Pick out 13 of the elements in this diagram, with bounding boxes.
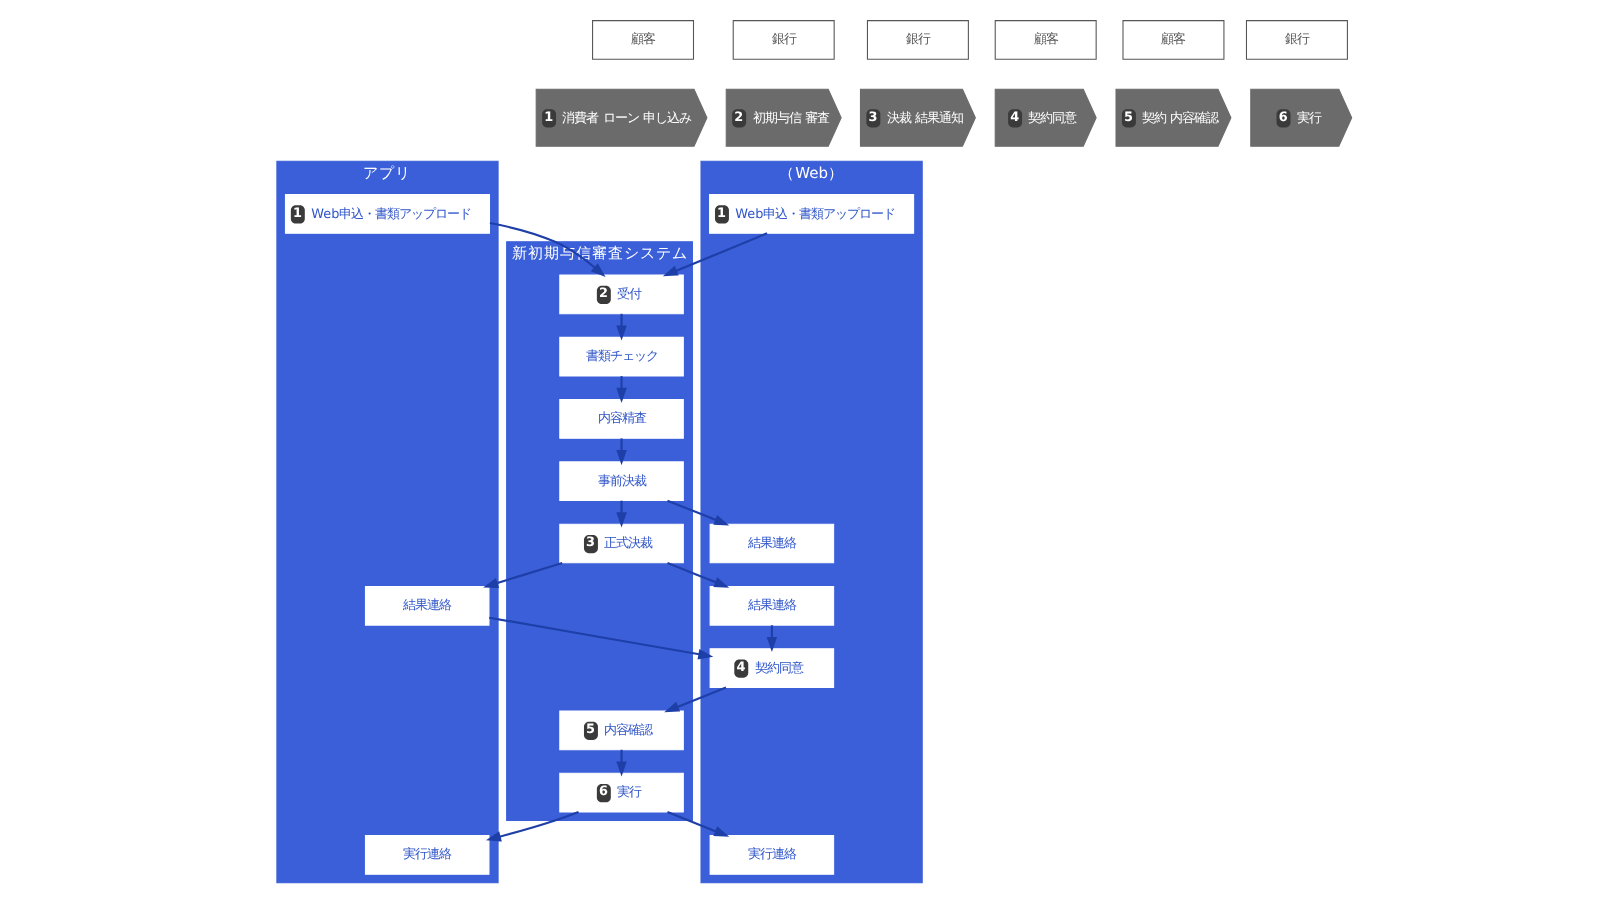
- arrow: [662, 232, 768, 277]
- arrow: [483, 561, 563, 588]
- arrow: [616, 500, 627, 528]
- arrow: [616, 438, 627, 466]
- arrow: [667, 811, 730, 837]
- arrow: [664, 686, 727, 713]
- arrow: [616, 749, 627, 777]
- arrow: [489, 222, 606, 278]
- arrow: [667, 499, 730, 526]
- arrow: [616, 376, 627, 403]
- arrow: [485, 810, 579, 842]
- arrow: [616, 313, 627, 341]
- arrow: [489, 616, 714, 660]
